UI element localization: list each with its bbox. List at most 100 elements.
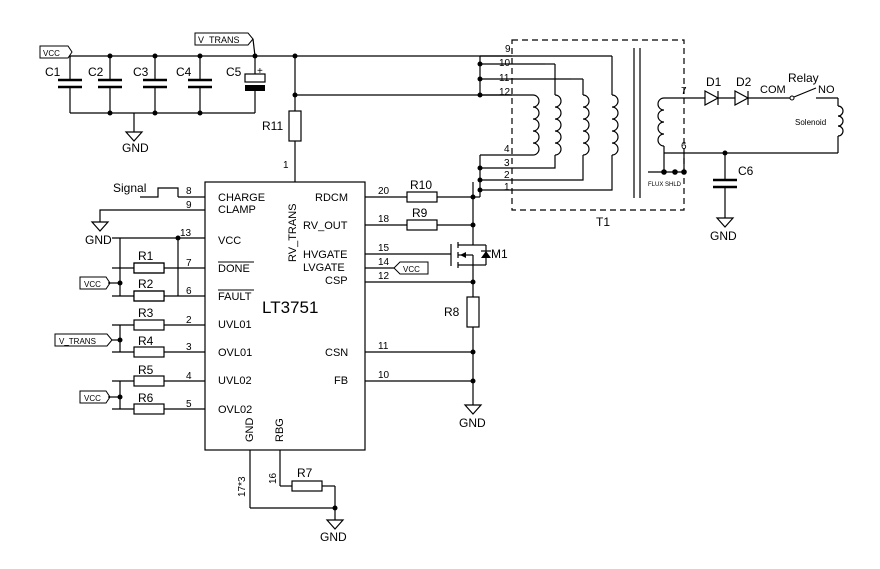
vcc-tag-lvgate: VCC [393,261,429,275]
vcc-tag-top-text: VCC [43,49,60,58]
svg-text:15: 15 [378,243,390,254]
capacitor-c2 [98,78,122,89]
resistor-r11: R11 1 [262,56,302,182]
svg-text:Solenoid: Solenoid [795,118,826,127]
relay-switch: Relay NO [788,71,838,101]
clamp-gnd: GND [85,209,112,247]
diode-d2 [734,89,750,107]
svg-text:R6: R6 [138,391,154,405]
svg-text:5: 5 [186,399,192,410]
diode-d1 [704,89,720,107]
c5-polarity: + [257,66,263,77]
capacitor-c1 [58,78,82,89]
svg-text:11: 11 [378,341,389,352]
resistor-r4 [133,346,165,358]
svg-text:NO: NO [818,84,835,96]
svg-text:16: 16 [268,472,279,484]
pin-uvl02-name: UVL02 [218,375,252,387]
signal-input: Signal [113,181,179,198]
output-stage: D1 D2 COM Relay NO Solenoid C6 G [684,71,844,243]
svg-text:R9: R9 [412,206,428,220]
svg-text:6: 6 [681,141,687,152]
svg-text:14: 14 [378,257,390,268]
svg-text:10: 10 [378,370,390,381]
svg-text:C6: C6 [738,164,754,178]
svg-text:GND: GND [85,233,112,247]
svg-text:R3: R3 [138,306,154,320]
svg-text:R11: R11 [262,119,283,133]
label-c5: C5 [226,65,242,79]
svg-text:T1: T1 [596,215,610,229]
svg-text:VCC: VCC [84,280,101,289]
solenoid: Solenoid [795,98,844,153]
svg-text:R7: R7 [297,466,313,480]
pin-fb-name: FB [334,375,348,387]
capacitor-c4 [188,78,212,89]
resistor-r5 [133,375,165,387]
svg-text:Relay: Relay [788,71,819,85]
svg-text:1: 1 [504,182,510,193]
svg-text:2: 2 [186,315,192,326]
capacitor-c3 [143,78,167,89]
svg-text:9: 9 [505,44,511,55]
svg-text:18: 18 [378,214,390,225]
pin-uvl01-name: UVL01 [218,319,252,331]
pin-fault-name: FAULT [218,291,252,303]
svg-text:3: 3 [186,342,192,353]
pin-ovl01-name: OVL01 [218,347,252,359]
pin-hvgate-name: HVGATE [303,249,347,261]
label-c2: C2 [88,65,104,79]
svg-text:4: 4 [186,371,192,382]
pin-csn-name: CSN [325,347,348,359]
svg-text:V_TRANS: V_TRANS [59,337,96,346]
pin-rv-trans-name: RV_TRANS [287,204,299,262]
pin-done-name: DONE [218,263,250,275]
pin-clamp-name: CLAMP [218,204,256,216]
svg-text:R4: R4 [138,334,154,348]
label-c3: C3 [133,65,149,79]
svg-text:GND: GND [459,416,486,430]
capacitor-c5 [244,73,266,113]
svg-text:R2: R2 [138,277,154,291]
resistor-r3 [133,319,165,331]
pin-csp-name: CSP [325,275,348,287]
bottom-pins: GND R7 17*3 16 [237,450,347,544]
signal-label: Signal [113,181,146,195]
resistor-r9: R9 [406,206,473,231]
svg-text:COM: COM [760,84,786,96]
mosfet-m1: M1 [450,237,508,282]
pin-ovl02-name: OVL02 [218,404,252,416]
svg-text:11: 11 [499,73,510,84]
svg-text:4: 4 [504,144,510,155]
vcc-tag-top: VCC [39,45,73,59]
svg-text:8: 8 [186,186,192,197]
svg-text:R5: R5 [138,363,154,377]
svg-text:7: 7 [681,86,687,97]
resistor-r10: R10 [406,178,438,203]
capacitor-bank: C1 C2 C3 C4 C5 + GND [45,53,512,155]
r3-r4-network: R3 R4 V_TRANS [54,306,165,358]
svg-text:GND: GND [710,229,737,243]
svg-text:2: 2 [504,170,510,181]
resistor-r6 [133,403,165,415]
transformer-t1: T1 9 10 11 12 4 3 [473,39,687,229]
pin-rbg-name: RBG [274,418,286,442]
r5-r6-network: R5 R6 VCC [79,363,165,415]
svg-text:10: 10 [499,58,511,69]
svg-text:13: 13 [180,228,192,239]
svg-text:20: 20 [378,186,390,197]
capacitor-c6: C6 GND [710,153,754,243]
ic-lt3751: LT3751 RV_TRANS CHARGE CLAMP VCC DONE FA… [204,181,366,451]
label-c4: C4 [176,65,192,79]
gnd-label-top: GND [122,141,149,155]
resistor-r8: R8 GND [444,282,486,430]
svg-text:9: 9 [186,200,192,211]
pin-charge-name: CHARGE [218,192,265,204]
pin-lvgate-name: LVGATE [303,262,345,274]
svg-text:FLUX SHLD: FLUX SHLD [648,182,682,188]
svg-text:M1: M1 [491,247,508,261]
svg-text:VCC: VCC [403,265,420,274]
pin-vcc-name: VCC [218,235,241,247]
svg-text:12: 12 [499,87,511,98]
